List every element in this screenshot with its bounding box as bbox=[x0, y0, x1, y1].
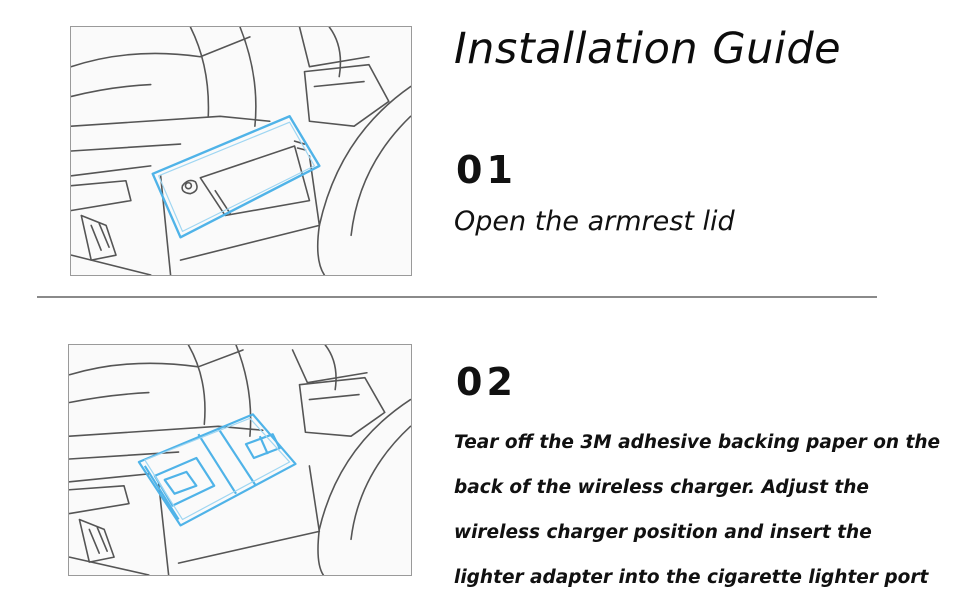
charger-installed-illustration bbox=[68, 344, 412, 576]
armrest-open-illustration bbox=[70, 26, 412, 276]
step-number-1: 01 bbox=[456, 148, 517, 192]
step-text-1: Open the armrest lid bbox=[454, 206, 735, 237]
step-text-2: Tear off the 3M adhesive backing paper o… bbox=[454, 432, 941, 588]
page-title: Installation Guide bbox=[454, 24, 842, 74]
armrest-open-icon bbox=[71, 27, 411, 275]
charger-installed-icon bbox=[69, 345, 411, 575]
step-number-2: 02 bbox=[456, 360, 517, 404]
section-divider bbox=[37, 296, 877, 298]
